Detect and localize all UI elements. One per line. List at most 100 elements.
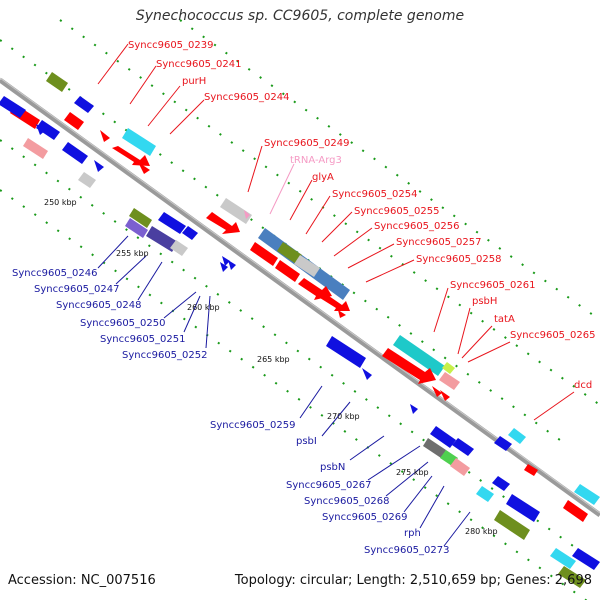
gene-feature[interactable]: [138, 162, 150, 174]
gene-feature[interactable]: [574, 484, 600, 505]
gene-label[interactable]: dcd: [574, 380, 592, 391]
gene-feature[interactable]: [250, 242, 278, 266]
gene-feature[interactable]: [228, 260, 236, 270]
kbp-label: 280 kbp: [465, 527, 498, 536]
gene-label[interactable]: Syncc9605_0267: [286, 480, 372, 491]
gene-feature[interactable]: [36, 120, 60, 140]
gene-feature[interactable]: [338, 310, 346, 318]
gene-feature[interactable]: [74, 96, 94, 113]
gene-feature[interactable]: [158, 212, 186, 234]
forward-gene-labels[interactable]: Syncc9605_0239 Syncc9605_0241 purH Syncc…: [128, 40, 596, 391]
gene-label[interactable]: tatA: [494, 314, 515, 325]
gene-label[interactable]: Syncc9605_0265: [510, 330, 596, 341]
gene-feature[interactable]: [206, 212, 240, 234]
gene-label[interactable]: tRNA-Arg3: [290, 155, 342, 166]
gene-feature[interactable]: [550, 548, 576, 569]
forward-features[interactable]: [10, 72, 600, 522]
gene-feature[interactable]: [94, 160, 104, 172]
gene-feature[interactable]: [494, 510, 530, 540]
gene-label[interactable]: Syncc9605_0244: [204, 92, 290, 103]
gene-feature[interactable]: [277, 242, 302, 264]
gene-label[interactable]: psbN: [320, 462, 345, 473]
gene-feature[interactable]: [423, 438, 446, 458]
gene-feature[interactable]: [62, 142, 88, 164]
gene-label[interactable]: Syncc9605_0269: [322, 512, 408, 523]
gene-label[interactable]: glyA: [312, 172, 334, 183]
kbp-label: 255 kbp: [116, 249, 149, 258]
gene-feature[interactable]: [146, 226, 178, 252]
gene-label[interactable]: Syncc9605_0248: [56, 300, 142, 311]
gene-feature[interactable]: [244, 210, 250, 219]
gene-feature[interactable]: [182, 226, 198, 240]
gene-feature[interactable]: [320, 294, 350, 311]
gene-label[interactable]: rph: [404, 528, 421, 539]
gene-label[interactable]: Syncc9605_0246: [12, 268, 98, 279]
gene-feature[interactable]: [275, 260, 300, 282]
gene-feature[interactable]: [524, 464, 538, 476]
gene-feature[interactable]: [442, 362, 455, 374]
gene-label[interactable]: Syncc9605_0239: [128, 40, 214, 51]
kbp-label: 265 kbp: [257, 355, 290, 364]
reverse-gene-labels[interactable]: Syncc9605_0246 Syncc9605_0247 Syncc9605_…: [12, 268, 450, 556]
gene-feature[interactable]: [220, 262, 228, 272]
gene-feature[interactable]: [0, 96, 26, 118]
gene-feature[interactable]: [410, 404, 418, 414]
gene-label[interactable]: psbI: [296, 436, 317, 447]
gene-label[interactable]: Syncc9605_0273: [364, 545, 450, 556]
gene-label[interactable]: Syncc9605_0254: [332, 189, 418, 200]
gene-feature[interactable]: [450, 458, 470, 476]
gene-feature[interactable]: [100, 130, 110, 142]
gene-feature[interactable]: [112, 146, 150, 166]
gene-feature[interactable]: [506, 494, 540, 522]
kbp-label: 250 kbp: [44, 198, 77, 207]
gene-label[interactable]: Syncc9605_0241: [156, 59, 242, 70]
gene-feature[interactable]: [222, 256, 230, 266]
gene-feature[interactable]: [122, 128, 156, 156]
gene-label[interactable]: Syncc9605_0252: [122, 350, 208, 361]
gene-label[interactable]: Syncc9605_0247: [34, 284, 120, 295]
gene-feature[interactable]: [439, 372, 460, 390]
gene-label[interactable]: Syncc9605_0251: [100, 334, 186, 345]
gene-feature[interactable]: [294, 255, 320, 277]
gene-feature[interactable]: [494, 436, 512, 451]
topology-text: Topology: circular; Length: 2,510,659 bp…: [234, 573, 592, 588]
gene-feature[interactable]: [362, 368, 372, 380]
kbp-label: 275 kbp: [396, 468, 429, 477]
gene-feature[interactable]: [492, 476, 510, 491]
gene-feature[interactable]: [558, 566, 586, 588]
gene-feature[interactable]: [220, 198, 252, 224]
gene-feature[interactable]: [440, 390, 450, 401]
gene-label[interactable]: Syncc9605_0249: [264, 138, 350, 149]
reverse-leader-lines: [97, 235, 471, 547]
gene-feature[interactable]: [298, 278, 332, 300]
gene-feature[interactable]: [432, 386, 442, 397]
gene-feature[interactable]: [430, 426, 456, 448]
gene-label[interactable]: Syncc9605_0261: [450, 280, 536, 291]
gene-feature[interactable]: [452, 438, 474, 456]
gene-feature[interactable]: [129, 208, 152, 228]
gene-label[interactable]: purH: [182, 76, 206, 87]
gene-feature[interactable]: [23, 138, 48, 159]
gene-label[interactable]: Syncc9605_0268: [304, 496, 390, 507]
gene-feature[interactable]: [64, 112, 84, 130]
gene-label[interactable]: Syncc9605_0257: [396, 237, 482, 248]
gene-label[interactable]: psbH: [472, 296, 497, 307]
gene-feature[interactable]: [170, 240, 188, 256]
gene-feature[interactable]: [326, 336, 366, 368]
gene-feature[interactable]: [46, 72, 68, 92]
gene-label[interactable]: Syncc9605_0258: [416, 254, 502, 265]
gene-label[interactable]: Syncc9605_0256: [374, 221, 460, 232]
gene-label[interactable]: Syncc9605_0250: [80, 318, 166, 329]
reverse-features[interactable]: [0, 96, 600, 588]
gene-feature[interactable]: [508, 428, 526, 444]
gene-feature[interactable]: [125, 218, 148, 238]
gene-feature[interactable]: [563, 500, 588, 522]
gene-feature[interactable]: [476, 486, 494, 502]
gene-label[interactable]: Syncc9605_0255: [354, 206, 440, 217]
gene-feature[interactable]: [393, 335, 445, 376]
gene-feature[interactable]: [572, 548, 600, 570]
gene-feature[interactable]: [382, 348, 436, 384]
gene-label[interactable]: Syncc9605_0259: [210, 420, 296, 431]
gene-feature[interactable]: [78, 172, 96, 188]
